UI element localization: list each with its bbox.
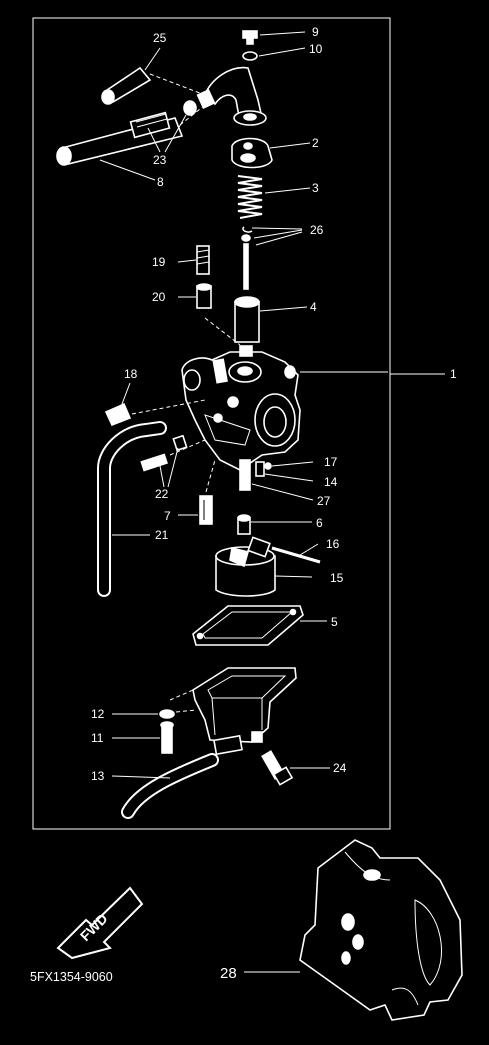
screw-part-19 — [196, 245, 210, 275]
callout-18: 18 — [124, 367, 138, 381]
callout-22: 22 — [155, 487, 169, 501]
part-27 — [239, 459, 251, 491]
callout-11: 11 — [91, 731, 104, 745]
part-6 — [237, 514, 251, 535]
screw-part-11 — [160, 721, 174, 754]
callout-3: 3 — [312, 181, 319, 195]
part-code: 5FX1354-9060 — [30, 970, 113, 984]
callout-27: 27 — [317, 494, 331, 508]
callout-2: 2 — [312, 136, 319, 150]
gasket-part-5 — [192, 605, 304, 646]
callout-13: 13 — [91, 769, 105, 783]
part-17 — [264, 462, 272, 470]
screw-part-24 — [261, 750, 294, 786]
washer-part-10 — [242, 51, 258, 61]
callout-1: 1 — [450, 367, 457, 381]
float-part-15 — [215, 536, 276, 597]
elbow-fitting — [196, 66, 267, 126]
part-18 — [104, 402, 132, 427]
callout-8: 8 — [157, 175, 164, 189]
callout-20: 20 — [152, 290, 166, 304]
float-bowl — [192, 667, 297, 756]
callout-4: 4 — [310, 300, 317, 314]
throttle-slide-part-4 — [234, 296, 260, 343]
callout-12: 12 — [91, 707, 105, 721]
fwd-direction-arrow — [56, 886, 144, 960]
bracket-part-28 — [299, 839, 463, 1021]
cap-part-25 — [101, 66, 152, 105]
callout-9: 9 — [312, 25, 319, 39]
hose-part-8 — [56, 111, 184, 166]
assembly-frame — [32, 17, 391, 830]
washer-part-12 — [159, 709, 175, 719]
screw-part-9 — [242, 30, 258, 45]
callout-28: 28 — [220, 965, 237, 982]
callout-23: 23 — [153, 153, 167, 167]
callout-26: 26 — [310, 223, 324, 237]
jet-part-7 — [199, 495, 213, 525]
clamp-part-23 — [183, 100, 197, 116]
callout-14: 14 — [324, 475, 338, 489]
callout-21: 21 — [155, 528, 169, 542]
needle-part-26 — [241, 226, 253, 290]
callout-6: 6 — [316, 516, 323, 530]
callout-19: 19 — [152, 255, 166, 269]
carburetor-body-part-1 — [181, 345, 301, 471]
callout-16: 16 — [326, 537, 340, 551]
callout-7: 7 — [164, 509, 171, 523]
part-20 — [196, 283, 212, 309]
callout-25: 25 — [153, 31, 167, 45]
spring-part-3 — [237, 175, 263, 219]
part-14 — [255, 461, 265, 477]
callout-10: 10 — [309, 42, 323, 56]
callout-24: 24 — [333, 761, 347, 775]
callout-17: 17 — [324, 455, 338, 469]
pin-part-16 — [271, 546, 321, 564]
cap-plate-part-2 — [231, 137, 273, 169]
callout-5: 5 — [331, 615, 338, 629]
callout-15: 15 — [330, 571, 344, 585]
screw-part-22 — [140, 434, 188, 472]
